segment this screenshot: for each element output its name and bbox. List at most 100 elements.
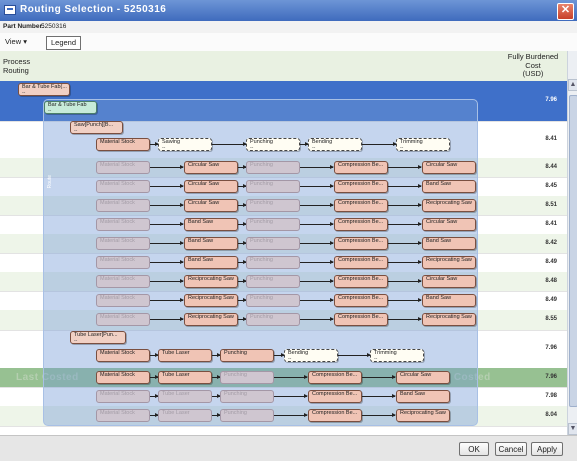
node-material-stock[interactable]: Material Stock	[96, 237, 150, 250]
node-label: Tube Laser	[162, 410, 190, 416]
node-material-stock[interactable]: Material Stock	[96, 161, 150, 174]
flow-arrow	[338, 353, 371, 357]
node-sawing[interactable]: Sawing--	[158, 138, 212, 151]
view-menu[interactable]: View ▾	[5, 37, 27, 46]
scroll-up-arrow-icon[interactable]: ▲	[568, 79, 577, 91]
cancel-button[interactable]: Cancel	[495, 442, 527, 456]
node-punching[interactable]: Punching--	[246, 138, 300, 151]
node-punching[interactable]: Punching	[246, 294, 300, 307]
node-punching[interactable]: Punching	[246, 256, 300, 269]
node-band-saw[interactable]: Band Saw	[422, 237, 476, 250]
scrollbar-thumb[interactable]	[569, 95, 577, 407]
node-punching[interactable]: Punching	[246, 313, 300, 326]
node-reciprocating-saw[interactable]: Reciprocating Saw	[422, 313, 476, 326]
node-sub: --	[22, 89, 26, 96]
node-compression[interactable]: Compression Be...	[334, 294, 388, 307]
routing-node-saw-route[interactable]: Saw[Punch][B... --	[70, 121, 123, 134]
node-label: Bar & Tube Fab	[48, 102, 87, 108]
node-punching[interactable]: Punching	[246, 161, 300, 174]
node-band-saw[interactable]: Band Saw	[184, 256, 238, 269]
node-label: Tube Laser	[162, 372, 190, 378]
node-trimming[interactable]: Trimming--	[370, 349, 424, 362]
node-material-stock[interactable]: Material Stock	[96, 313, 150, 326]
part-number-label: Part Number:	[3, 23, 45, 30]
node-circular-saw[interactable]: Circular Saw	[396, 371, 450, 384]
node-reciprocating-saw[interactable]: Reciprocating Saw	[184, 275, 238, 288]
node-band-saw[interactable]: Band Saw	[184, 218, 238, 231]
node-material-stock[interactable]: Material Stock	[96, 275, 150, 288]
node-material-stock[interactable]: Material Stock	[96, 371, 150, 384]
node-circular-saw[interactable]: Circular Saw	[422, 218, 476, 231]
node-bending[interactable]: Bending--	[284, 349, 338, 362]
flow-arrow	[274, 375, 308, 379]
node-punching[interactable]: Punching	[246, 199, 300, 212]
last-costed-watermark-right: Last Costed	[428, 372, 491, 383]
node-label: Material Stock	[100, 238, 135, 244]
node-compression[interactable]: Compression Be...	[308, 390, 362, 403]
apply-button[interactable]: Apply	[531, 442, 563, 456]
node-reciprocating-saw[interactable]: Reciprocating Saw	[422, 199, 476, 212]
flow-arrow	[388, 260, 422, 264]
node-circular-saw[interactable]: Circular Saw	[422, 275, 476, 288]
node-compression[interactable]: Compression Be...	[334, 161, 388, 174]
node-compression[interactable]: Compression Be...	[334, 199, 388, 212]
node-reciprocating-saw[interactable]: Reciprocating Saw	[184, 294, 238, 307]
node-bending[interactable]: Bending--	[308, 138, 362, 151]
node-punching[interactable]: Punching	[246, 218, 300, 231]
ok-button[interactable]: OK	[459, 442, 489, 456]
node-tube-laser[interactable]: Tube Laser	[158, 371, 212, 384]
flow-arrow	[388, 203, 422, 207]
node-tube-laser[interactable]: Tube Laser	[158, 349, 212, 362]
node-material-stock[interactable]: Material Stock	[96, 294, 150, 307]
node-material-stock[interactable]: Material Stock	[96, 349, 150, 362]
node-punching[interactable]: Punching	[246, 180, 300, 193]
node-material-stock[interactable]: Material Stock	[96, 138, 150, 151]
node-punching[interactable]: Punching	[220, 390, 274, 403]
node-compression[interactable]: Compression Be...	[334, 275, 388, 288]
node-compression[interactable]: Compression Be...	[308, 371, 362, 384]
node-label: Material Stock	[100, 372, 135, 378]
node-label: Compression Be...	[312, 372, 358, 378]
close-button[interactable]: ✕	[557, 3, 574, 20]
node-compression[interactable]: Compression Be...	[334, 313, 388, 326]
node-material-stock[interactable]: Material Stock	[96, 199, 150, 212]
node-band-saw[interactable]: Band Saw	[422, 180, 476, 193]
node-tube-laser[interactable]: Tube Laser	[158, 390, 212, 403]
node-material-stock[interactable]: Material Stock	[96, 256, 150, 269]
node-trimming[interactable]: Trimming--	[396, 138, 450, 151]
routing-node-group[interactable]: Bar & Tube Fab --	[44, 101, 97, 114]
node-punching[interactable]: Punching	[220, 371, 274, 384]
node-circular-saw[interactable]: Circular Saw	[422, 161, 476, 174]
node-punching[interactable]: Punching	[246, 237, 300, 250]
node-compression[interactable]: Compression Be...	[334, 237, 388, 250]
node-punching[interactable]: Punching	[220, 349, 274, 362]
node-material-stock[interactable]: Material Stock	[96, 409, 150, 422]
node-tube-laser[interactable]: Tube Laser	[158, 409, 212, 422]
node-material-stock[interactable]: Material Stock	[96, 180, 150, 193]
routing-node-laser-route[interactable]: Tube Laser[Pun... --	[70, 331, 126, 344]
node-punching[interactable]: Punching	[246, 275, 300, 288]
node-material-stock[interactable]: Material Stock	[96, 218, 150, 231]
node-compression[interactable]: Compression Be...	[334, 218, 388, 231]
node-circular-saw[interactable]: Circular Saw	[184, 180, 238, 193]
routing-node-root[interactable]: Bar & Tube Fab(... --	[18, 83, 70, 96]
node-label: Tube Laser	[162, 391, 190, 397]
node-band-saw[interactable]: Band Saw	[184, 237, 238, 250]
node-reciprocating-saw[interactable]: Reciprocating Saw	[184, 313, 238, 326]
node-compression[interactable]: Compression Be...	[334, 256, 388, 269]
node-reciprocating-saw[interactable]: Reciprocating Saw	[422, 256, 476, 269]
vertical-scrollbar[interactable]: ▲ ▼	[567, 51, 577, 435]
node-band-saw[interactable]: Band Saw	[396, 390, 450, 403]
node-band-saw[interactable]: Band Saw	[422, 294, 476, 307]
scroll-down-arrow-icon[interactable]: ▼	[568, 423, 577, 435]
node-punching[interactable]: Punching	[220, 409, 274, 422]
legend-button[interactable]: Legend	[46, 36, 82, 50]
grid-header: Process Routing Fully Burdened Cost (USD…	[0, 51, 567, 82]
node-reciprocating-saw[interactable]: Reciprocating Saw	[396, 409, 450, 422]
node-label: Trimming	[374, 350, 397, 356]
node-circular-saw[interactable]: Circular Saw	[184, 199, 238, 212]
node-compression[interactable]: Compression Be...	[308, 409, 362, 422]
node-material-stock[interactable]: Material Stock	[96, 390, 150, 403]
node-circular-saw[interactable]: Circular Saw	[184, 161, 238, 174]
node-compression[interactable]: Compression Be...	[334, 180, 388, 193]
